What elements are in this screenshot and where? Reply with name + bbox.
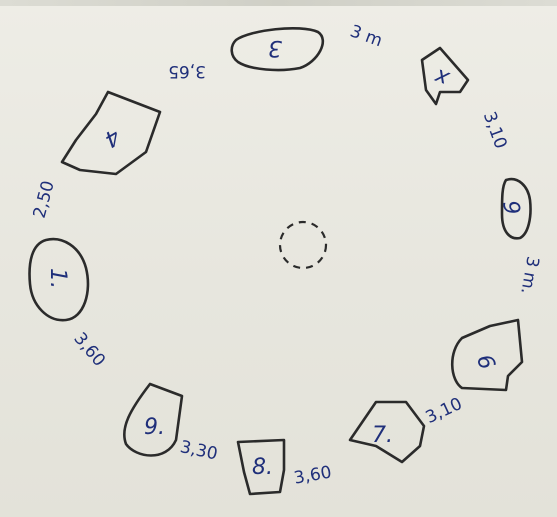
stone-9-right: 9 (452, 320, 522, 390)
stone-label: 3 (268, 35, 282, 60)
stone-9-bottom: 9. (124, 384, 182, 456)
stone-label: 1. (45, 268, 70, 289)
distance-label: 3,60 (69, 329, 109, 371)
distance-label: 3 m. (516, 255, 542, 296)
stone-label: 8. (252, 455, 273, 480)
stone-label: x (431, 63, 454, 92)
center-marker (280, 222, 326, 268)
stone-6-right: 6 (500, 179, 531, 238)
stone-label: 6 (500, 198, 527, 216)
distance-label: 3,10 (423, 394, 466, 428)
stone-x: x (422, 48, 468, 104)
stone-4: 4 (62, 92, 160, 174)
stone-label: 7. (372, 423, 393, 448)
distance-label: 3 m (347, 21, 385, 51)
distance-label: 3,30 (178, 437, 219, 464)
stone-1: 1. (30, 239, 88, 320)
stone-8: 8. (238, 440, 284, 494)
distance-label: 2,50 (30, 179, 59, 221)
stone-7: 7. (350, 402, 424, 462)
distance-label: 3,10 (479, 109, 511, 151)
distance-label: 3,65 (168, 61, 206, 81)
stone-3: 3 (232, 28, 323, 70)
distance-label: 3,60 (292, 462, 333, 488)
stone-label: 9. (144, 415, 165, 440)
stone-label: 9 (474, 350, 502, 372)
stone-label: 4 (100, 123, 125, 152)
